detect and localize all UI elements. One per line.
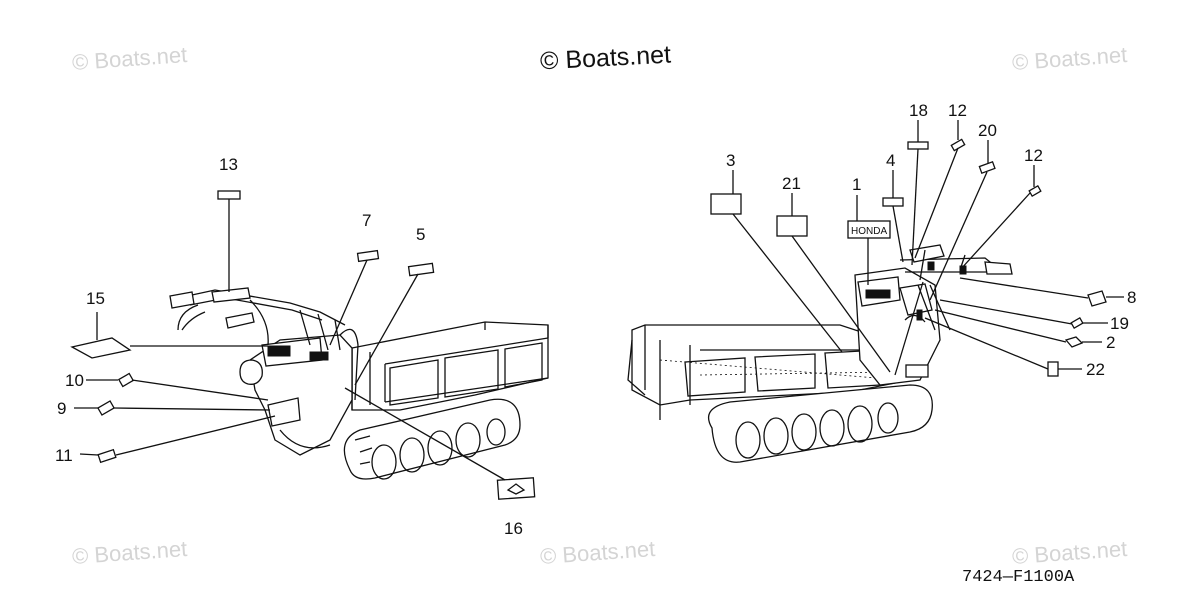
callout-7: 7 bbox=[362, 211, 371, 230]
callout-3: 3 bbox=[726, 151, 735, 170]
callout-15: 15 bbox=[86, 289, 105, 308]
callout-11: 11 bbox=[55, 446, 73, 465]
callout-9: 9 bbox=[57, 399, 66, 418]
callout-20: 20 bbox=[978, 121, 997, 140]
left-machine-illustration bbox=[169, 287, 549, 480]
callout-12b: 12 bbox=[1024, 146, 1043, 165]
callout-numbers: 13 7 5 15 10 9 11 16 3 21 1 4 18 12 20 1… bbox=[55, 101, 1136, 538]
callout-18: 18 bbox=[909, 101, 928, 120]
right-machine-illustration bbox=[627, 244, 1013, 463]
diagram-code: 7424—F1100A bbox=[962, 568, 1075, 587]
callout-2: 2 bbox=[1106, 333, 1115, 352]
callout-4: 4 bbox=[886, 151, 895, 170]
honda-label-text: HONDA bbox=[851, 226, 887, 237]
callout-12a: 12 bbox=[948, 101, 967, 120]
callout-19: 19 bbox=[1110, 314, 1129, 333]
callout-16: 16 bbox=[504, 519, 523, 538]
callout-13: 13 bbox=[219, 155, 238, 174]
right-label-tags bbox=[710, 138, 1107, 377]
callout-8: 8 bbox=[1127, 288, 1136, 307]
callout-22: 22 bbox=[1086, 360, 1105, 379]
left-label-tags bbox=[70, 190, 536, 500]
callout-1: 1 bbox=[852, 175, 861, 194]
callout-10: 10 bbox=[65, 371, 84, 390]
callout-21: 21 bbox=[782, 174, 801, 193]
callout-5: 5 bbox=[416, 225, 425, 244]
right-leader-lines bbox=[732, 120, 1124, 376]
left-leader-lines bbox=[74, 199, 506, 481]
